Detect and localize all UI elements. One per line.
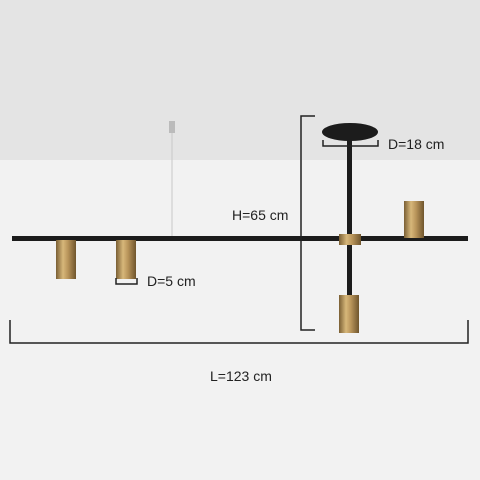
brass-connector	[339, 234, 361, 245]
height-bracket	[300, 115, 315, 331]
length-label: L=123 cm	[210, 368, 272, 384]
ceiling-area	[0, 0, 480, 160]
vertical-rod	[347, 138, 352, 298]
length-bracket	[9, 320, 469, 344]
spot-light-2	[116, 240, 136, 279]
spot-diameter-label: D=5 cm	[147, 273, 196, 289]
horizontal-bar	[12, 236, 468, 241]
height-label: H=65 cm	[232, 207, 289, 223]
canopy-diameter-bracket	[322, 140, 379, 147]
spot-light-4	[339, 295, 359, 333]
wire-clamp	[169, 121, 175, 133]
canopy-diameter-label: D=18 cm	[388, 136, 445, 152]
spot-light-1	[56, 240, 76, 279]
spot-light-3	[404, 201, 424, 238]
spot-diameter-bracket	[115, 278, 138, 285]
canopy	[322, 123, 378, 141]
